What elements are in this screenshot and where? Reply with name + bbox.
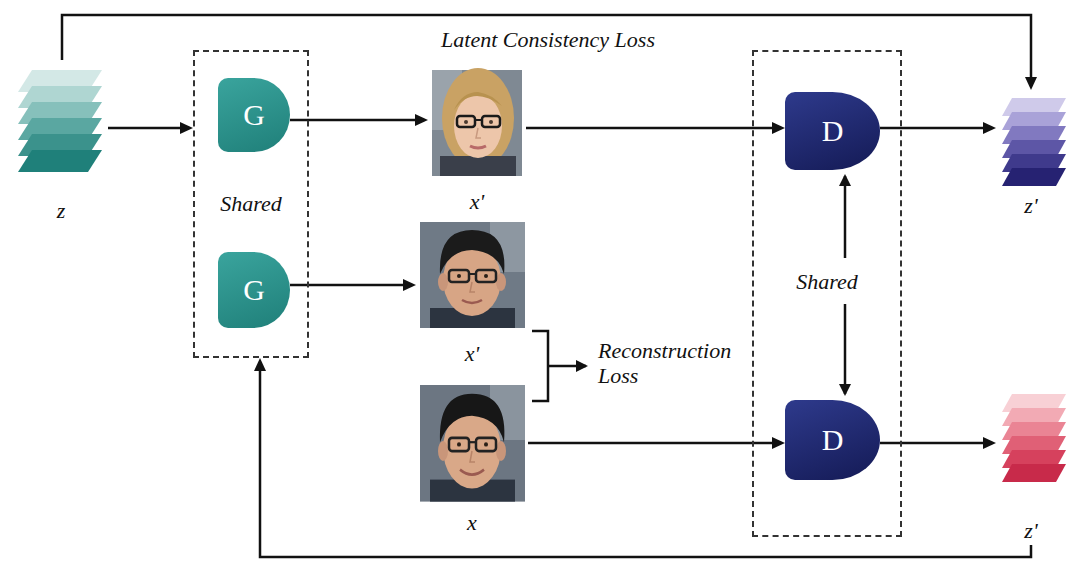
latent-stack [1002,394,1066,482]
arrow-head [983,122,996,134]
latent-stack-box: z' [996,90,1066,220]
arrow-head [403,279,416,291]
connector [526,122,785,134]
connector [108,122,193,134]
image-box: x' [416,218,528,368]
connector-line [62,15,1031,80]
group-label: Shared [220,191,282,216]
latent-stack [18,70,102,172]
latent-stack-box: z [14,60,108,225]
arrow-head [772,122,785,134]
arrow-head [415,114,428,126]
connector-line [880,127,986,130]
connector [254,358,1031,557]
bracket-arrow [548,365,586,368]
connector-line [108,127,183,130]
variable-label: x' [470,189,484,214]
shared-group: SharedGG [193,50,309,358]
discriminator-block: D [785,92,880,170]
arrow-head [1025,77,1037,90]
face-image [420,385,525,502]
connector [290,114,428,126]
block-letter: D [822,423,844,458]
image-box: x [416,381,528,537]
shared-arrow [844,176,847,258]
connector [528,437,785,449]
loss-label: Reconstruction Loss [598,338,743,389]
block-letter: G [243,98,265,133]
generator-block: G [218,78,290,152]
connector-line [528,442,775,445]
connector [880,437,996,449]
connector-line [290,119,418,122]
connector [62,15,1037,90]
shared-group: SharedDD [752,50,902,537]
bracket [532,331,548,401]
connector-line [260,368,1031,557]
image-box: x' [428,66,526,216]
variable-label: x [467,510,477,535]
shared-arrow [844,304,847,394]
arrow-head [983,437,996,449]
variable-label: z [57,198,66,223]
face-image [420,222,525,328]
latent-stack-box: z' [996,385,1066,545]
group-label: Shared [796,269,858,294]
connector-line [526,127,775,130]
variable-label: z' [1024,193,1037,218]
block-letter: G [243,273,265,308]
variable-label: x' [465,341,479,366]
block-letter: D [822,114,844,149]
discriminator-block: D [785,400,880,480]
arrow-head [180,122,193,134]
edge-label: Latent Consistency Loss [437,27,659,52]
connector-line [880,442,986,445]
face-image [432,68,522,176]
generator-block: G [218,252,290,328]
variable-label: z' [1024,518,1037,543]
arrow-head [772,437,785,449]
connector [880,122,996,134]
arrow-head [254,358,266,371]
latent-stack [1002,98,1066,186]
